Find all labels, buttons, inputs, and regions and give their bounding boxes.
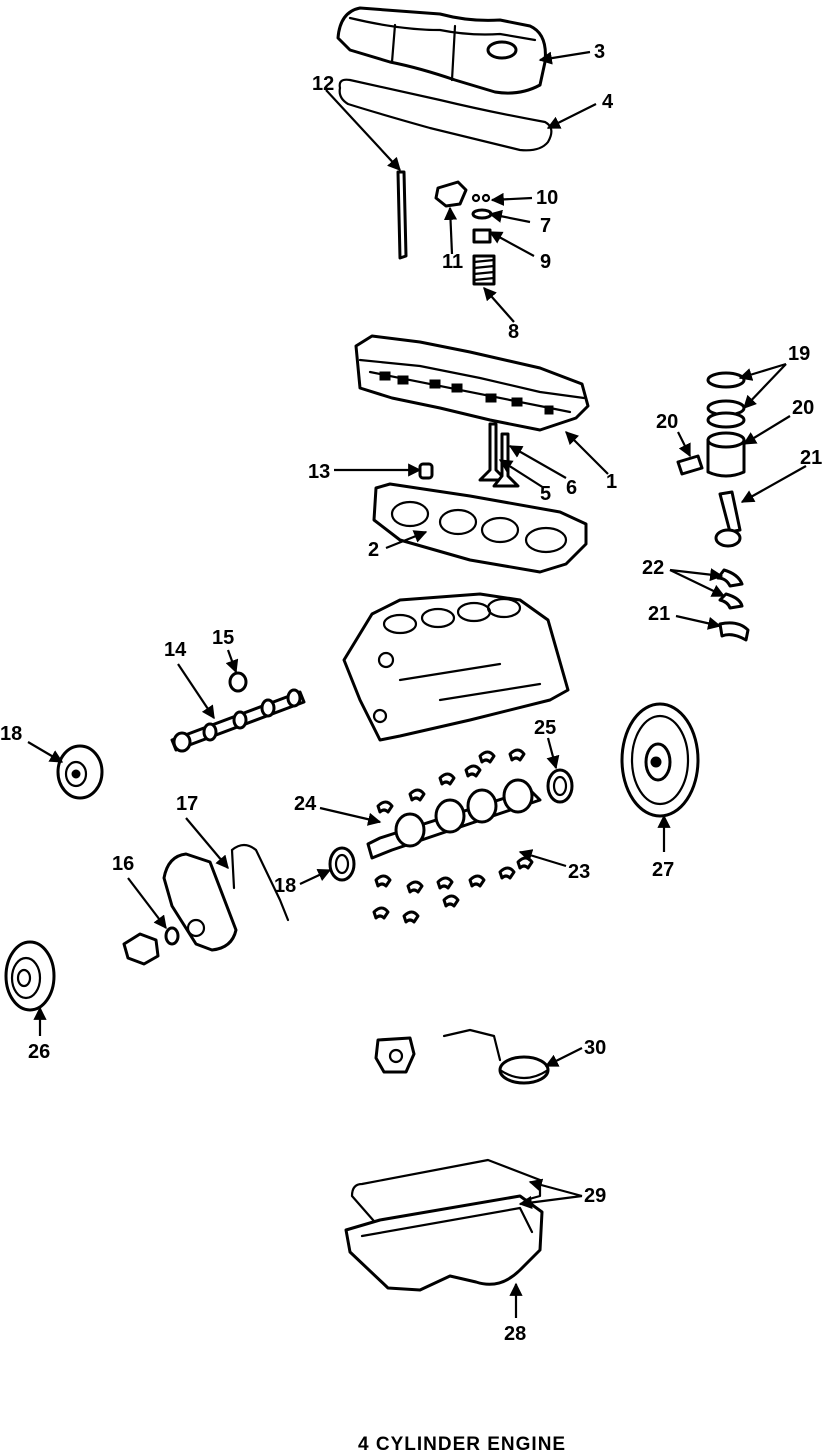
rod-cap xyxy=(718,621,750,642)
callout-2: 2 xyxy=(368,539,379,561)
crankshaft-sprocket xyxy=(122,932,160,966)
callout-23: 23 xyxy=(568,861,590,883)
oil-pump xyxy=(374,1036,416,1074)
callout-5: 5 xyxy=(540,483,551,505)
rear-main-seal xyxy=(546,768,574,804)
callout-17: 17 xyxy=(176,793,198,815)
main-bearings-lower xyxy=(372,856,534,924)
diagram-caption: 4 CYLINDER ENGINE xyxy=(358,1434,566,1454)
dowel-pin xyxy=(418,462,434,480)
head-gasket xyxy=(372,482,588,574)
callout-26: 26 xyxy=(28,1041,50,1063)
valve-retainer xyxy=(471,208,493,220)
callout-12: 12 xyxy=(312,73,334,95)
callout-9: 9 xyxy=(540,251,551,273)
flywheel xyxy=(620,702,700,818)
camshaft-plug xyxy=(228,671,248,693)
callout-1: 1 xyxy=(606,471,617,493)
valve-cover-gasket xyxy=(338,78,553,152)
callout-29: 29 xyxy=(584,1185,606,1207)
callout-25: 25 xyxy=(534,717,556,739)
callout-8: 8 xyxy=(508,321,519,343)
rocker-arm xyxy=(434,180,468,208)
pushrod xyxy=(396,170,408,260)
callout-30: 30 xyxy=(584,1037,606,1059)
callout-10: 10 xyxy=(536,187,558,209)
piston-rings xyxy=(706,371,746,429)
callout-18-pulley: 18 xyxy=(0,723,22,745)
callout-15: 15 xyxy=(212,627,234,649)
timing-cover xyxy=(162,852,238,952)
front-crankshaft-seal xyxy=(328,846,356,882)
callout-24: 24 xyxy=(294,793,317,815)
valve-spring xyxy=(472,254,496,286)
callout-3: 3 xyxy=(594,41,605,63)
callout-6: 6 xyxy=(566,477,577,499)
callout-7: 7 xyxy=(540,215,551,237)
cylinder-head xyxy=(354,334,590,432)
connecting-rod xyxy=(714,490,742,548)
callouts: 3 4 12 10 7 9 11 8 19 20 20 21 1 6 5 13 … xyxy=(0,41,822,1345)
oil-pickup-tube xyxy=(442,1028,550,1085)
callout-21-cap: 21 xyxy=(648,603,670,625)
leader-lines xyxy=(27,50,807,1318)
callout-21-rod: 21 xyxy=(800,447,822,469)
callout-20-pin: 20 xyxy=(656,411,678,433)
callout-16: 16 xyxy=(112,853,134,875)
callout-14: 14 xyxy=(164,639,187,661)
callout-27: 27 xyxy=(652,859,674,881)
engine-block xyxy=(342,592,570,742)
callout-28: 28 xyxy=(504,1323,526,1345)
main-bearings-upper xyxy=(376,748,526,814)
harmonic-balancer xyxy=(4,940,56,1012)
crankshaft xyxy=(366,778,542,860)
camshaft xyxy=(170,688,306,753)
callout-18-seal: 18 xyxy=(274,875,296,897)
callout-13: 13 xyxy=(308,461,330,483)
valve-keepers xyxy=(471,193,491,203)
valve-seal xyxy=(472,228,492,244)
sprocket-washer xyxy=(164,926,180,946)
piston xyxy=(706,431,746,478)
piston-pin xyxy=(676,454,704,476)
timing-cover-gasket xyxy=(230,843,290,922)
callout-4: 4 xyxy=(602,91,614,113)
callout-22: 22 xyxy=(642,557,664,579)
crankshaft-pulley xyxy=(56,744,104,800)
valve-cover xyxy=(336,6,547,95)
callout-20-piston: 20 xyxy=(792,397,814,419)
callout-19: 19 xyxy=(788,343,810,365)
callout-11: 11 xyxy=(442,251,463,273)
oil-pan xyxy=(344,1194,544,1292)
